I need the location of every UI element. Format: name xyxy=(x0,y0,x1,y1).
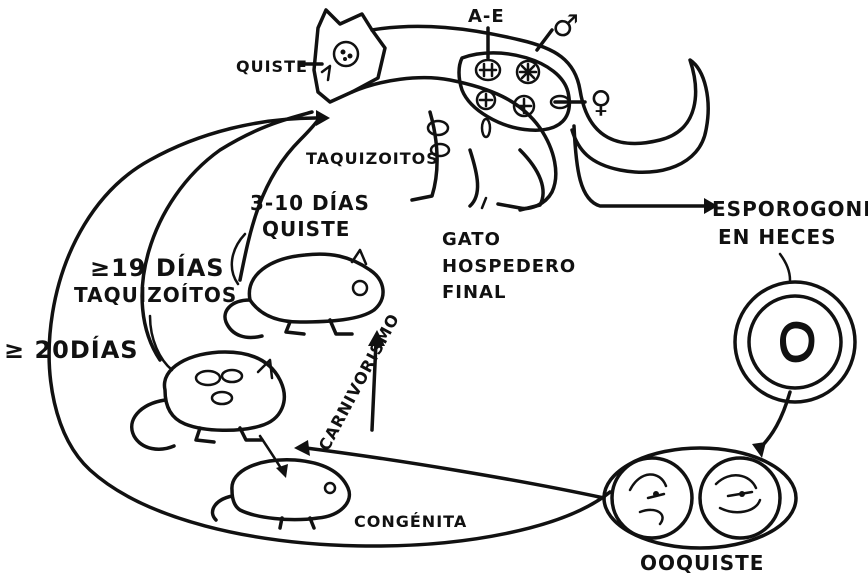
label-dias-19-2: TAQUIZOÍTOS xyxy=(74,283,237,307)
arrow-cat-to-esporogonia xyxy=(574,126,705,206)
label-gato-2: HOSPEDERO xyxy=(442,256,576,277)
connector-heces-circle xyxy=(780,254,790,280)
arrow-congenita xyxy=(260,436,282,470)
label-taquizoitos-cat: TAQUIZOITOS xyxy=(306,149,439,168)
arrowhead-outer xyxy=(316,110,330,126)
cat-illustration xyxy=(314,10,708,210)
label-carnivorismo: CARNIVORISMO xyxy=(315,310,404,454)
label-quiste-cat: QUISTE xyxy=(236,57,308,76)
arrowhead-oocyst-mice xyxy=(294,440,310,456)
mouse-middle xyxy=(132,352,285,449)
label-gato-1: GATO xyxy=(442,229,501,250)
label-female-symbol: ♀ xyxy=(590,85,613,120)
label-ae: A-E xyxy=(468,6,505,27)
arrowhead-congenita xyxy=(276,464,288,478)
label-dias-3-10-2: QUISTE xyxy=(262,217,350,241)
unsporulated-oocyst xyxy=(735,282,855,402)
label-male-symbol: ♂ xyxy=(552,9,580,44)
cat-paw-detail xyxy=(482,198,486,208)
label-esporogonia-1: ESPOROGONIA xyxy=(712,197,868,221)
mouse-top xyxy=(225,250,383,337)
label-congenita: CONGÉNITA xyxy=(354,512,467,531)
label-esporogonia-2: EN HECES xyxy=(718,225,837,249)
label-dias-3-10-1: 3-10 DÍAS xyxy=(250,191,370,215)
label-gato-3: FINAL xyxy=(442,282,506,303)
sporulated-oocyst xyxy=(604,448,796,548)
connector-19dias-mouse xyxy=(150,316,172,370)
label-dias-20: ≥ 20DÍAS xyxy=(4,335,139,364)
label-ooquiste: OOQUISTE xyxy=(640,551,764,575)
label-dias-19-1: ≥19 DÍAS xyxy=(90,253,225,282)
